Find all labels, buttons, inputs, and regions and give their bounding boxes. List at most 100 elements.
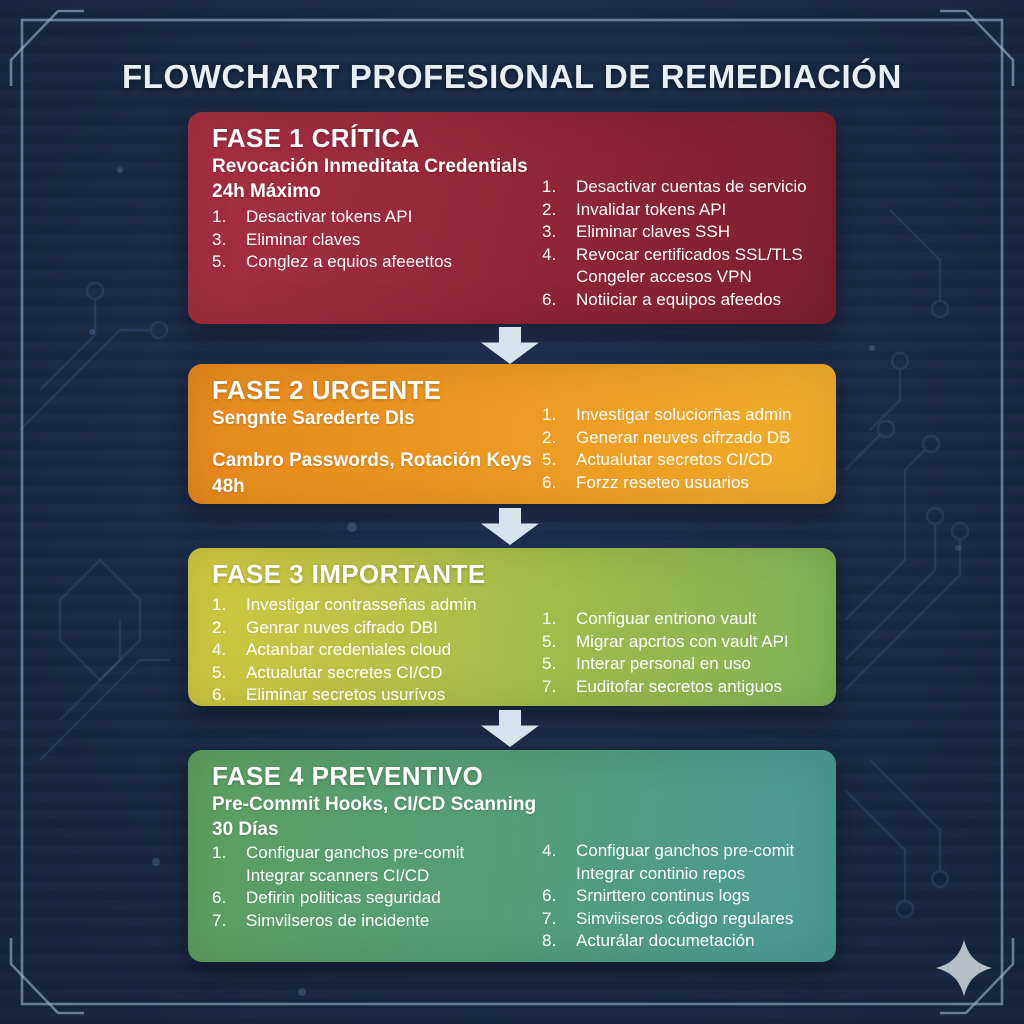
item-number: 5. (542, 631, 557, 651)
item-number: 1. (542, 177, 557, 196)
item-text: Euditofar secretos antiguos (576, 676, 783, 696)
item-text: Configuar ganchos pre-comit (576, 841, 795, 860)
item-text: Actanbar credeniales cloud (246, 640, 452, 659)
phase-list-left: 1. Desactivar tokens API 3.Eliminar claves… (212, 206, 522, 274)
phase-title: FASE 1 CRÍTICA (212, 123, 420, 153)
four-point-star-icon (935, 939, 993, 997)
item-text: Integrar scanners CI/CD (246, 865, 430, 885)
item-number: 4. (542, 244, 557, 264)
item-text: Integrar continio repos (576, 863, 746, 883)
item-number: 6. (542, 886, 557, 905)
item-text: Simvilseros de incidente (246, 910, 430, 930)
item-number: 5. (212, 662, 227, 682)
item-text: Investigar contrasseñas admin (246, 595, 477, 614)
item-text: Forzz reseteo usuarios (576, 472, 749, 492)
item-text: Conglez a equios afeeettos (246, 252, 453, 271)
item-number: 5. (542, 450, 557, 469)
list-item: 8.Acturálar documetación (542, 930, 818, 953)
list-item: 2. Genrar nuves cifrado DBI (212, 617, 522, 640)
phase-subtitle: Pre-Commit Hooks, CI/CD Scanning (212, 794, 537, 815)
list-item: 6.Srnirttero continus logs (542, 885, 818, 908)
item-text: Migrar apcrtos con vault API (576, 631, 789, 651)
item-number: 6. (212, 685, 227, 704)
item-text: Actualutar secretos CI/CD (576, 450, 773, 469)
item-text: Desactivar cuentas de servicio (576, 177, 807, 196)
item-number: 2. (542, 199, 557, 219)
item-number: 4. (542, 841, 557, 860)
item-number (212, 865, 232, 888)
list-item: 7. Euditofar secretos antiguos (542, 676, 818, 699)
item-number: 1. (212, 595, 227, 614)
list-item: 1. Desactivar cuentas de servicio (542, 176, 818, 199)
item-number: 5. (212, 252, 227, 271)
item-number: 6. (212, 888, 227, 907)
phase-list-left: 1. Investigar contrasseñas admin 2. Genrar … (212, 594, 522, 707)
list-item: 1.Investigar soluciorñas admin (542, 404, 818, 427)
list-item: 1.Configuar entriono vault (542, 608, 818, 631)
phase-left-line: Cambro Passwords, Rotación Keys (212, 450, 532, 471)
list-item: 6.Notiiciar a equipos afeedos (542, 289, 818, 312)
list-item: 5. Actualutar secretes CI/CD (212, 662, 522, 685)
phase-box-3: FASE 3 IMPORTANTE 1. Investigar contrasseñ… (188, 548, 836, 706)
list-item: 4. Configuar ganchos pre-comit (542, 840, 818, 863)
phase-subtitle: Sengnte Sarederte Dls (212, 408, 415, 429)
phase-header-4: FASE 4 PREVENTIVO Pre-Commit Hooks, CI/CD… (212, 760, 812, 842)
item-text: Actualutar secretes CI/CD (246, 662, 443, 682)
item-text: Configuar entriono vault (576, 609, 757, 628)
item-number: 6. (542, 472, 557, 492)
phase-list-right: 1. Desactivar cuentas de servicio 2. Invali… (542, 176, 818, 311)
list-item: 7.Simvilseros de incidente (212, 910, 522, 933)
phase-subtitle: 30 Días (212, 819, 279, 840)
item-number: 1. (542, 405, 557, 424)
list-item: 5. Actualutar secretos CI/CD (542, 449, 818, 472)
item-number: 2. (212, 617, 227, 637)
list-item: 3.Eliminar claves (212, 229, 522, 252)
down-arrow-icon-3 (481, 710, 539, 747)
item-text: Configuar ganchos pre-comit (246, 843, 465, 862)
item-number: 6. (542, 289, 557, 309)
phase-subtitle: 24h Máximo (212, 181, 321, 202)
list-item: Integrar continio repos (542, 863, 818, 886)
list-item: 4. Actanbar credeniales cloud (212, 639, 522, 662)
list-item: 4. Revocar certificados SSL/TLS (542, 244, 818, 267)
phase-header-2: FASE 2 URGENTE Sengnte Sarederte Dls (212, 374, 812, 431)
phase-title: FASE 4 PREVENTIVO (212, 761, 484, 791)
item-number: 5. (542, 654, 557, 673)
list-item: Integrar scanners CI/CD (212, 865, 522, 888)
item-number (542, 266, 562, 289)
list-item: 6. Forzz reseteo usuarios (542, 472, 818, 495)
list-item: Congeler accesos VPN (542, 266, 818, 289)
item-text: Eliminar claves (246, 229, 361, 249)
item-text: Generar neuves cifrzado DB (576, 427, 791, 447)
phase-box-4: FASE 4 PREVENTIVO Pre-Commit Hooks, CI/CD… (188, 750, 836, 962)
item-text: Invalidar tokens API (576, 199, 727, 219)
down-arrow-icon-1 (481, 327, 539, 364)
phase-title: FASE 2 URGENTE (212, 375, 442, 405)
list-item: 1. Investigar contrasseñas admin (212, 594, 522, 617)
item-text: Defirin politicas seguridad (246, 888, 441, 907)
list-item: 6. Eliminar secretos usurívos (212, 684, 522, 707)
item-number: 8. (542, 931, 557, 950)
item-number: 4. (212, 640, 227, 659)
phase-left-line: 48h (212, 476, 245, 497)
list-item: 5. Conglez a equios afeeettos (212, 251, 522, 274)
item-text: Genrar nuves cifrado DBI (246, 617, 438, 637)
item-number: 3. (542, 222, 557, 241)
list-item: 5.Interar personal en uso (542, 653, 818, 676)
item-text: Eliminar secretos usurívos (246, 685, 446, 704)
item-number: 1. (212, 207, 227, 226)
item-text: Revocar certificados SSL/TLS (576, 244, 803, 264)
phase-header-3: FASE 3 IMPORTANTE (212, 558, 812, 590)
phase-left-block: Cambro Passwords, Rotación Keys 48h (212, 448, 532, 500)
item-text: Desactivar tokens API (246, 207, 413, 226)
list-item: 1. Desactivar tokens API (212, 206, 522, 229)
item-number: 7. (542, 676, 557, 696)
list-item: 1.Configuar ganchos pre-comit (212, 842, 522, 865)
